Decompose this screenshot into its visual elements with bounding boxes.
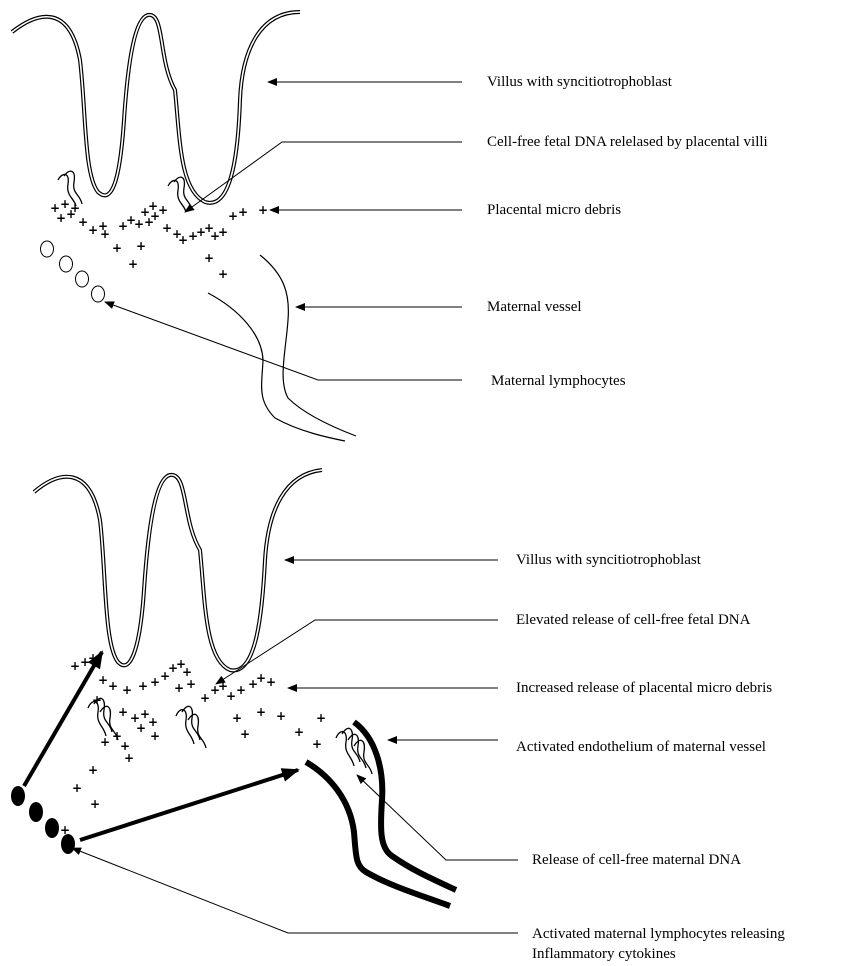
svg-text:+: + bbox=[70, 659, 80, 673]
bottom-villus-label: Villus with syncitiotrophoblast bbox=[516, 551, 701, 569]
svg-text:+: + bbox=[150, 729, 160, 743]
svg-text:+: + bbox=[294, 725, 304, 739]
cytokine-arrow-to-vessel bbox=[80, 770, 298, 840]
bottom-villus bbox=[34, 470, 322, 670]
svg-text:+: + bbox=[56, 211, 66, 225]
top-maternal-lymphocytes bbox=[41, 241, 105, 302]
svg-text:+: + bbox=[128, 257, 138, 271]
bottom-micro-debris-label: Increased release of placental micro deb… bbox=[516, 679, 772, 697]
svg-text:+: + bbox=[256, 671, 266, 685]
svg-text:+: + bbox=[218, 267, 228, 281]
svg-text:+: + bbox=[136, 721, 146, 735]
svg-text:+: + bbox=[174, 681, 184, 695]
svg-text:+: + bbox=[136, 239, 146, 253]
svg-text:+: + bbox=[218, 225, 228, 239]
top-fetal-dna-pointer bbox=[185, 142, 462, 212]
svg-text:+: + bbox=[88, 763, 98, 777]
svg-text:+: + bbox=[158, 203, 168, 217]
svg-text:+: + bbox=[276, 709, 286, 723]
svg-text:+: + bbox=[236, 683, 246, 697]
svg-text:+: + bbox=[240, 727, 250, 741]
svg-text:+: + bbox=[162, 221, 172, 235]
bottom-maternal-dna-label: Release of cell-free maternal DNA bbox=[532, 851, 741, 869]
svg-text:+: + bbox=[100, 227, 110, 241]
bottom-micro-debris: +++ +++ +++ +++ +++ +++ +++ +++ +++ +++ … bbox=[60, 651, 326, 837]
svg-text:+: + bbox=[124, 751, 134, 765]
top-lymphocytes-label: Maternal lymphocytes bbox=[491, 372, 626, 390]
svg-text:+: + bbox=[112, 241, 122, 255]
svg-text:+: + bbox=[88, 223, 98, 237]
svg-text:+: + bbox=[122, 683, 132, 697]
svg-text:+: + bbox=[238, 205, 248, 219]
svg-text:+: + bbox=[100, 735, 110, 749]
svg-text:+: + bbox=[266, 675, 276, 689]
bottom-activated-lymphocytes bbox=[11, 786, 75, 854]
svg-text:+: + bbox=[312, 737, 322, 751]
top-fetal-dna-label: Cell-free fetal DNA relelased by placent… bbox=[487, 133, 768, 151]
svg-text:+: + bbox=[228, 209, 238, 223]
svg-text:+: + bbox=[108, 679, 118, 693]
svg-text:+: + bbox=[118, 705, 128, 719]
bottom-endothelium-label: Activated endothelium of maternal vessel bbox=[516, 738, 766, 756]
svg-text:+: + bbox=[72, 781, 82, 795]
svg-text:+: + bbox=[232, 711, 242, 725]
top-micro-debris-label: Placental micro debris bbox=[487, 201, 621, 219]
svg-text:+: + bbox=[178, 233, 188, 247]
top-vessel-label: Maternal vessel bbox=[487, 298, 582, 316]
svg-text:+: + bbox=[204, 251, 214, 265]
svg-text:+: + bbox=[256, 705, 266, 719]
svg-text:+: + bbox=[226, 689, 236, 703]
svg-text:+: + bbox=[66, 207, 76, 221]
svg-text:+: + bbox=[90, 797, 100, 811]
svg-text:+: + bbox=[186, 677, 196, 691]
svg-text:+: + bbox=[150, 675, 160, 689]
svg-text:+: + bbox=[200, 691, 210, 705]
bottom-pointer-lines bbox=[72, 560, 518, 933]
svg-text:+: + bbox=[134, 217, 144, 231]
bottom-activated-vessel bbox=[306, 722, 456, 906]
top-micro-debris: +++ +++ +++ +++ +++ +++ +++ +++ +++ +++ … bbox=[50, 197, 268, 281]
svg-text:+: + bbox=[316, 711, 326, 725]
svg-text:+: + bbox=[258, 203, 268, 217]
svg-text:+: + bbox=[78, 215, 88, 229]
top-villus-label: Villus with syncitiotrophoblast bbox=[487, 73, 672, 91]
svg-text:+: + bbox=[98, 673, 108, 687]
svg-text:+: + bbox=[144, 215, 154, 229]
svg-text:+: + bbox=[92, 693, 102, 707]
top-villus bbox=[12, 12, 300, 203]
bottom-fetal-dna-label: Elevated release of cell-free fetal DNA bbox=[516, 611, 750, 629]
svg-text:+: + bbox=[148, 715, 158, 729]
bottom-lymphocytes-label-line1: Activated maternal lymphocytes releasing bbox=[532, 925, 785, 943]
svg-text:+: + bbox=[138, 679, 148, 693]
top-pointer-lines bbox=[105, 82, 462, 380]
bottom-lymphocytes-label-line2: Inflammatory cytokines bbox=[532, 945, 676, 963]
